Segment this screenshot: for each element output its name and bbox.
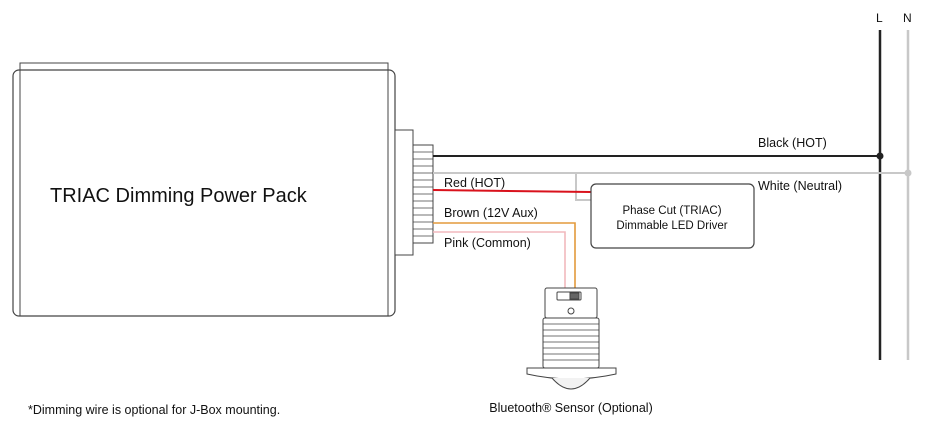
pink-wire xyxy=(433,231,566,291)
sensor-caption: Bluetooth® Sensor (Optional) xyxy=(489,401,652,415)
bluetooth-sensor xyxy=(526,287,617,390)
white-wire-label: White (Neutral) xyxy=(758,179,842,193)
footnote: *Dimming wire is optional for J-Box moun… xyxy=(28,403,280,417)
white-wire-junction xyxy=(904,169,912,177)
black-wire-junction xyxy=(876,152,884,160)
black-wire-label: Black (HOT) xyxy=(758,136,827,150)
power-pack xyxy=(12,62,434,317)
red-wire-label: Red (HOT) xyxy=(444,176,505,190)
line-bus-label: L xyxy=(876,11,883,25)
led-driver-line1: Phase Cut (TRIAC) xyxy=(622,205,721,217)
red-wire xyxy=(432,189,592,193)
power-pack-title: TRIAC Dimming Power Pack xyxy=(50,185,308,207)
white-wire-driver-tap xyxy=(575,173,591,201)
led-driver-line2: Dimmable LED Driver xyxy=(616,220,727,232)
neutral-bus-label: N xyxy=(903,11,912,25)
brown-wire xyxy=(433,222,576,291)
pink-wire-label: Pink (Common) xyxy=(444,236,531,250)
brown-wire-label: Brown (12V Aux) xyxy=(444,206,538,220)
led-driver-box xyxy=(590,183,755,249)
